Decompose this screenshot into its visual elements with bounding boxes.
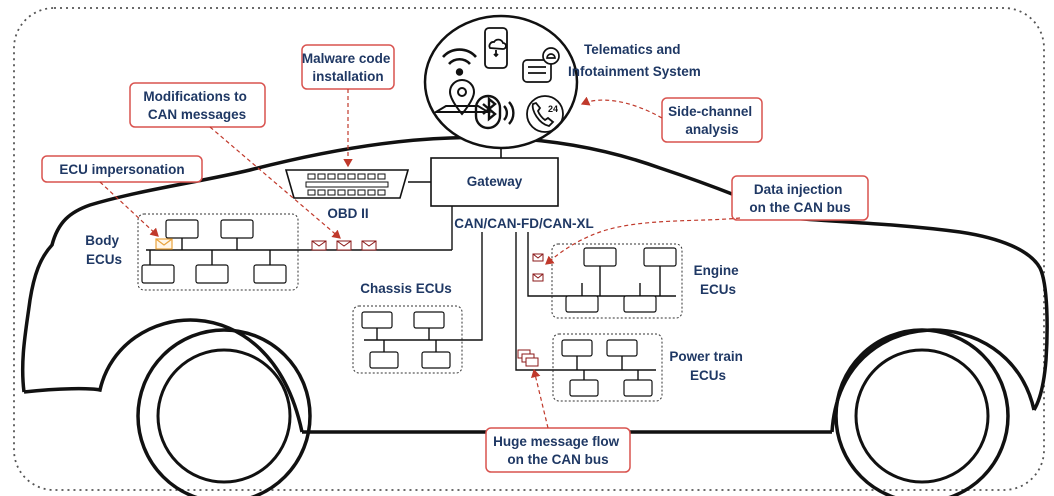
chassis-ecus-group <box>352 305 463 374</box>
can-bus-label: CAN/CAN-FD/CAN-XL <box>454 216 593 231</box>
gateway-to-engine-bus <box>527 232 562 297</box>
svg-text:Modifications to CAN mes: Modifications to CAN messages <box>143 89 250 122</box>
attack-malware-box: Malware code installation <box>301 44 395 90</box>
powertrain-ecus-group <box>552 333 663 402</box>
bluetooth-icon <box>474 94 515 130</box>
front-wheel <box>834 328 1010 496</box>
body-ecus-label: Body ECUs <box>85 233 123 267</box>
modifications-arrow <box>209 126 341 239</box>
powertrain-ecus-label: Power train ECUs <box>669 349 746 383</box>
attack-impersonation-box: ECU impersonation <box>41 155 203 183</box>
svg-text:Huge message flow on the: Huge message flow on the CAN bus <box>493 434 623 467</box>
rear-wheel-arch <box>23 318 304 433</box>
gateway-to-chassis-bus <box>456 232 483 341</box>
notification-message-icon <box>522 47 560 83</box>
24h-phone-support-icon: 24 <box>526 95 564 133</box>
svg-text:24: 24 <box>548 104 558 114</box>
message-envelopes <box>311 240 377 251</box>
flood-arrow <box>531 368 549 429</box>
attack-injection-box: Data injection on the CAN bus <box>731 175 869 221</box>
smartphone-cloud-icon <box>484 27 508 69</box>
location-pin-icon <box>432 79 492 116</box>
svg-text:ECU impersonation: ECU impersonation <box>59 162 184 177</box>
attack-side-channel-box: Side-channel analysis <box>661 97 763 143</box>
engine-ecus-label: Engine ECUs <box>694 263 743 297</box>
attack-flood-box: Huge message flow on the CAN bus <box>485 427 631 473</box>
obd-label: OBD II <box>327 206 368 221</box>
telematics-label: Telematics and Infotainment System <box>568 42 701 79</box>
svg-text:Data injection on the CA: Data injection on the CAN bus <box>749 182 850 215</box>
flood-message-envelopes <box>517 349 539 367</box>
gateway-box: Gateway <box>430 157 559 207</box>
front-wheel-arch <box>830 328 1036 433</box>
gateway-label: Gateway <box>467 174 523 189</box>
obd-connector <box>284 169 410 199</box>
wifi-icon <box>442 48 477 76</box>
attack-modifications-box: Modifications to CAN messages <box>129 82 266 128</box>
highlighted-message-envelope <box>155 238 173 250</box>
body-ecus-group <box>137 213 452 291</box>
chassis-ecus-label: Chassis ECUs <box>360 281 452 296</box>
injected-message-envelopes <box>532 253 544 282</box>
car-body-outline <box>20 135 1049 411</box>
svg-text:Side-channel analysis: Side-channel analysis <box>668 104 756 137</box>
side-channel-arrow <box>580 96 663 119</box>
impersonation-arrow <box>99 181 159 237</box>
telematics-cluster: 24 <box>423 14 579 150</box>
engine-ecus-group <box>551 243 683 319</box>
rear-wheel <box>136 328 312 496</box>
svg-text:Malware code installatio: Malware code installation <box>302 51 394 84</box>
gateway-to-powertrain-bus <box>515 232 556 371</box>
outer-frame <box>13 7 1045 491</box>
